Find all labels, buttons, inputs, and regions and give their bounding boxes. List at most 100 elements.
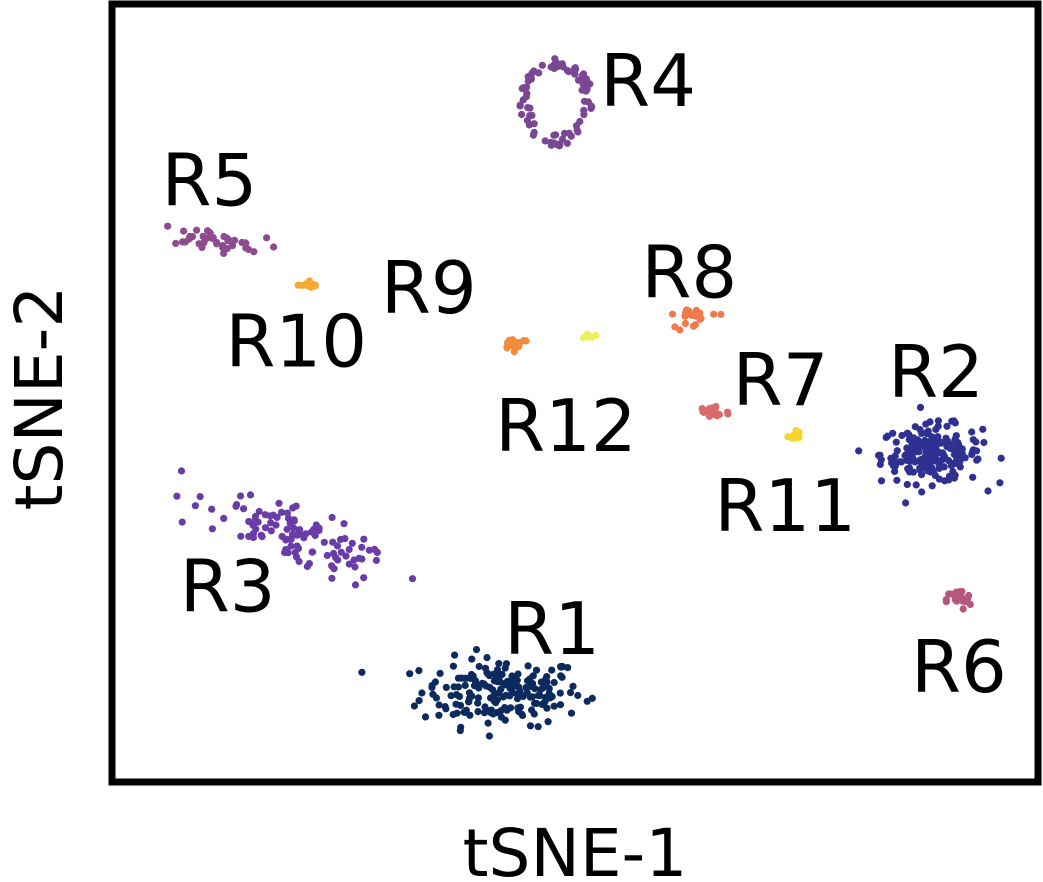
point — [516, 101, 524, 109]
cluster-label-R3: R3 — [180, 545, 276, 629]
point — [351, 581, 360, 589]
point — [905, 450, 913, 458]
point — [429, 690, 437, 698]
point — [710, 310, 718, 318]
point — [877, 477, 886, 485]
point — [213, 240, 221, 248]
point — [980, 438, 988, 447]
point — [514, 339, 523, 347]
point — [916, 439, 924, 447]
point — [587, 102, 595, 110]
point — [578, 86, 586, 94]
series-R2 — [855, 403, 1005, 507]
point — [475, 662, 483, 671]
series-R8 — [669, 306, 725, 334]
point — [526, 104, 534, 112]
point — [544, 718, 552, 726]
cluster-label-R8: R8 — [641, 231, 737, 315]
point — [951, 596, 959, 604]
point — [548, 693, 556, 701]
point — [536, 692, 544, 700]
point — [855, 447, 863, 455]
point — [935, 464, 943, 472]
point — [514, 670, 522, 678]
point — [323, 551, 331, 560]
series-R7 — [698, 402, 732, 420]
point — [450, 683, 458, 691]
point — [915, 448, 923, 456]
point — [903, 429, 912, 437]
point — [910, 440, 919, 448]
point — [699, 405, 707, 413]
point — [288, 530, 296, 539]
point — [282, 546, 290, 554]
point — [208, 505, 216, 513]
point — [461, 681, 469, 690]
point — [261, 524, 270, 532]
point — [934, 422, 942, 430]
point — [406, 670, 414, 678]
point — [418, 689, 426, 697]
point — [911, 458, 919, 466]
point — [485, 732, 493, 740]
point — [328, 574, 336, 582]
series-R10 — [294, 277, 319, 291]
point — [233, 501, 241, 509]
point — [522, 337, 530, 345]
point — [311, 531, 319, 540]
point — [345, 545, 353, 554]
point — [929, 457, 937, 465]
point — [449, 662, 457, 670]
point — [220, 249, 228, 257]
point — [950, 474, 959, 482]
point — [582, 79, 591, 87]
point — [180, 227, 188, 235]
point — [569, 682, 577, 690]
point — [455, 692, 464, 701]
point — [242, 239, 250, 247]
point — [294, 281, 302, 289]
point — [534, 723, 542, 731]
point — [358, 555, 366, 563]
cluster-label-R6: R6 — [911, 625, 1007, 709]
point — [875, 451, 883, 459]
point — [178, 518, 186, 526]
point — [206, 229, 214, 237]
series-R12 — [580, 330, 600, 342]
point — [531, 685, 539, 693]
point — [270, 243, 278, 251]
point — [945, 590, 953, 598]
point — [557, 672, 565, 680]
point — [968, 428, 976, 436]
point — [550, 678, 558, 687]
point — [566, 689, 575, 697]
series-R1 — [358, 646, 596, 740]
x-axis-label: tSNE-1 — [463, 815, 688, 882]
point — [320, 538, 328, 546]
point — [292, 553, 301, 561]
point — [526, 693, 534, 701]
point — [912, 481, 920, 489]
point — [580, 97, 589, 105]
point — [943, 422, 951, 430]
point — [428, 681, 436, 690]
point — [697, 314, 705, 322]
point — [681, 309, 690, 317]
point — [447, 692, 455, 700]
point — [550, 61, 558, 69]
point — [516, 703, 525, 711]
point — [334, 556, 342, 564]
point — [972, 438, 980, 446]
point — [358, 543, 366, 551]
point — [178, 238, 187, 246]
cluster-label-R7: R7 — [733, 338, 829, 422]
point — [453, 709, 461, 717]
series-R3 — [173, 467, 417, 589]
point — [312, 521, 320, 529]
point — [531, 699, 539, 707]
point — [261, 511, 269, 519]
cluster-label-R11: R11 — [714, 464, 856, 548]
point — [287, 542, 295, 550]
point — [295, 526, 303, 534]
point — [489, 710, 497, 718]
